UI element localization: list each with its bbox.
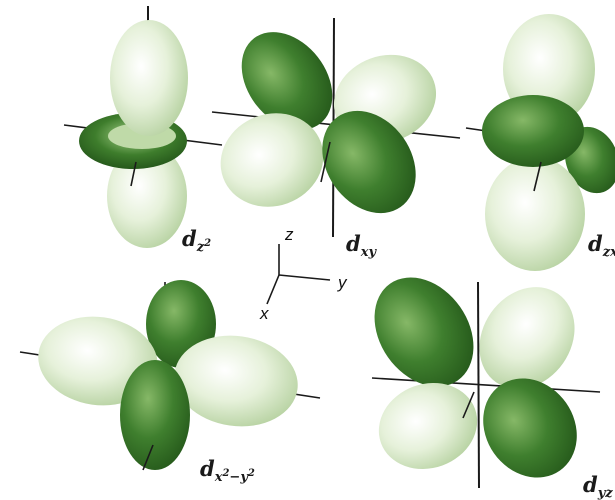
orbital-dzx <box>465 14 615 271</box>
dzx-axis-y-front <box>533 161 542 192</box>
axis-y-line <box>278 274 331 281</box>
orbital-dyz <box>371 277 601 489</box>
orbital-dz2 <box>63 6 223 248</box>
label-dyz: dyz <box>583 472 613 500</box>
dxy-axis-y-front <box>320 141 331 183</box>
dz2-lobe-bottom <box>107 144 187 248</box>
dyz-axis-x-front <box>462 391 475 419</box>
dzx-lobe-dark-front <box>482 95 584 167</box>
axis-x-line <box>266 274 280 305</box>
dyz-lobe-light-bottom <box>378 382 478 470</box>
axis-label-y: y <box>338 273 347 292</box>
dzx-lobe-light-bottom <box>485 157 585 271</box>
dyz-lobe-light-top <box>479 287 575 389</box>
label-dx2y2: dx2−y2 <box>200 456 255 485</box>
orbital-dxy <box>211 17 461 238</box>
label-dxy: dxy <box>346 231 376 260</box>
coordinate-axes <box>266 244 331 305</box>
dyz-axis-y <box>371 377 601 393</box>
dx2y2-lobe-dark-front <box>120 360 190 470</box>
axis-label-z: z <box>285 225 294 244</box>
dxy-lobe-light-front <box>220 113 324 207</box>
dx2y2-axis-x-front <box>142 444 154 471</box>
dxy-lobe-dark-front <box>322 110 416 214</box>
dz2-axis-z-bottom <box>130 161 137 187</box>
dx2y2-lobe-light-right <box>174 335 298 427</box>
label-dz2: dz2 <box>182 226 212 255</box>
dyz-lobe-dark-bottom <box>483 378 577 478</box>
axis-label-x: x <box>260 304 269 323</box>
dyz-lobe-dark-top <box>374 277 474 387</box>
orbital-dx2y2 <box>19 280 321 471</box>
dxy-lobe-dark-back <box>241 32 333 130</box>
dz2-lobe-top <box>110 20 188 136</box>
label-dzx: dzx <box>588 231 615 260</box>
